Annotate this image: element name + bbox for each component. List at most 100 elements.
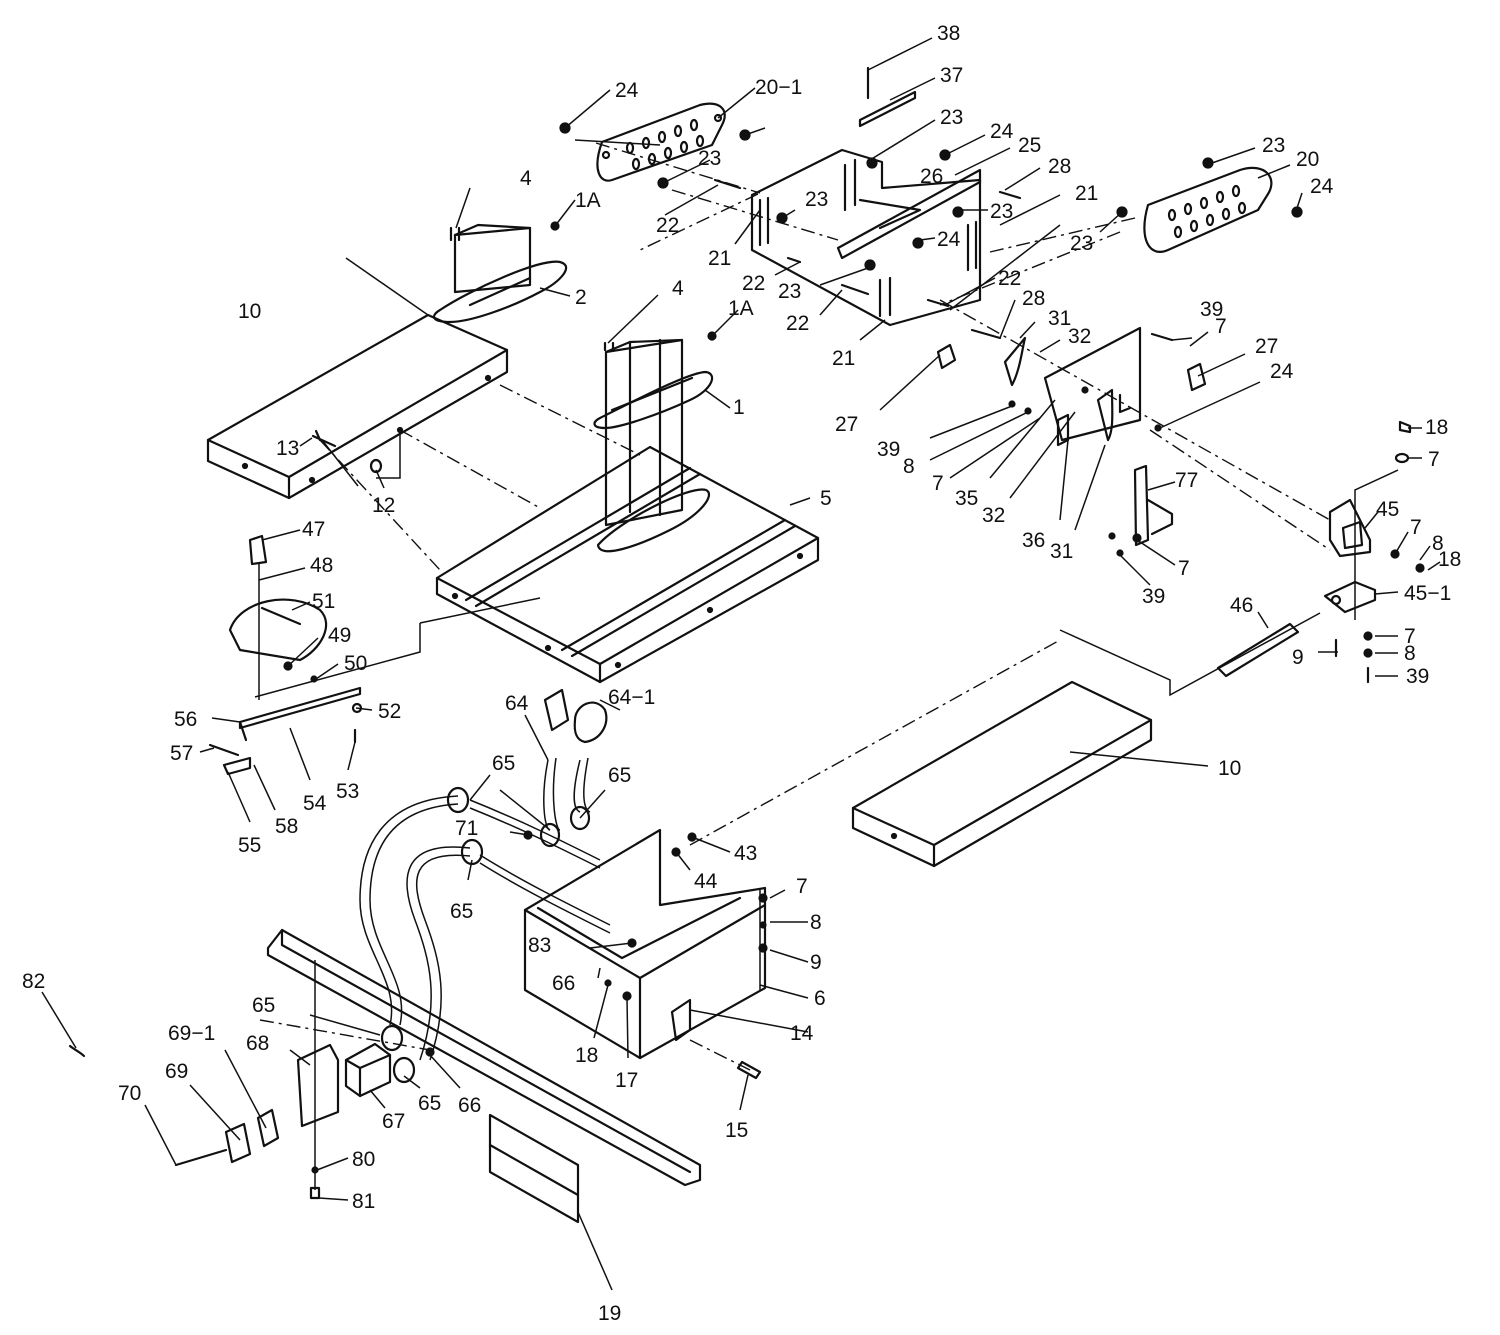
callout-71: 71 [455,817,478,840]
warning-label-19 [488,1113,580,1224]
callout-20: 20 [1296,148,1319,171]
callout-43: 43 [734,842,757,865]
callout-24: 24 [615,79,639,102]
callout-49: 49 [328,624,351,647]
callout-51: 51 [312,590,335,613]
callout-24: 24 [937,228,961,251]
table-extension-right [851,680,1153,868]
callout-39: 39 [1200,298,1223,321]
callout-23: 23 [805,188,828,211]
callout-39: 39 [1142,585,1165,608]
callout-18: 18 [575,1044,598,1067]
callout-22: 22 [742,272,765,295]
callout-67: 67 [382,1110,405,1133]
main-table [435,445,820,684]
callout-23: 23 [940,106,963,129]
callout-8: 8 [903,455,915,478]
callout-23: 23 [698,147,721,170]
table-insert-1 [593,331,717,527]
callout-leaders [41,37,1441,1291]
callout-35: 35 [955,487,978,510]
callout-labels: 38 37 20−1 24 23 24 25 23 23 20 28 26 24… [22,22,1461,1325]
callout-7: 7 [796,875,808,898]
callout-9: 9 [810,951,822,974]
callout-68: 68 [246,1032,269,1055]
callout-1A: 1A [575,189,601,212]
callout-13: 13 [276,437,299,460]
callout-36: 36 [1022,529,1045,552]
callout-24: 24 [1270,360,1294,383]
callout-4: 4 [672,277,684,300]
callout-26: 26 [920,165,943,188]
callout-66: 66 [552,972,575,995]
rail-carriage-25 [750,90,982,327]
assembly-lines [254,142,1399,1190]
callout-7: 7 [1428,448,1440,471]
callout-80: 80 [352,1148,375,1171]
callout-18: 18 [1438,548,1461,571]
callout-23: 23 [1262,134,1285,157]
callout-19: 19 [598,1302,621,1325]
callout-39: 39 [1406,665,1429,688]
callout-32: 32 [982,504,1005,527]
callout-65: 65 [608,764,631,787]
callout-65: 65 [492,752,515,775]
callout-10: 10 [238,300,261,323]
callout-21: 21 [832,347,855,370]
table-extension-left [206,313,509,500]
table-insert-2 [432,221,568,324]
callout-8: 8 [810,911,822,934]
callout-27: 27 [1255,335,1278,358]
callout-1A: 1A [728,297,754,320]
callout-21: 21 [1075,182,1098,205]
callout-65: 65 [450,900,473,923]
callout-55: 55 [238,834,261,857]
callout-8: 8 [1404,642,1416,665]
callout-31: 31 [1050,540,1073,563]
rail-bracket-20 [1143,166,1273,253]
base-cabinet [523,828,767,1080]
power-cords [359,688,697,1084]
callout-20-1: 20−1 [755,76,802,99]
callout-46: 46 [1230,594,1253,617]
callout-7: 7 [1178,557,1190,580]
callout-27: 27 [835,413,858,436]
callout-22: 22 [998,267,1021,290]
callout-54: 54 [303,792,327,815]
callout-18: 18 [1425,416,1448,439]
callout-45-1: 45−1 [1404,582,1451,605]
callout-6: 6 [814,987,826,1010]
callout-12: 12 [372,494,395,517]
callout-58: 58 [275,815,298,838]
callout-14: 14 [790,1022,814,1045]
callout-66: 66 [458,1094,481,1117]
callout-1: 1 [733,396,745,419]
callout-38: 38 [937,22,960,45]
callout-64: 64 [505,692,529,715]
callout-64-1: 64−1 [608,686,655,709]
callout-39: 39 [877,438,900,461]
guide-rail [266,928,702,1187]
callout-31: 31 [1048,307,1071,330]
switch-assembly [68,1042,392,1200]
callout-65: 65 [252,994,275,1017]
callout-7: 7 [932,472,944,495]
callout-65: 65 [418,1092,441,1115]
callout-69-1: 69−1 [168,1022,215,1045]
callout-24: 24 [1310,175,1334,198]
callout-56: 56 [174,708,197,731]
callout-53: 53 [336,780,359,803]
callout-70: 70 [118,1082,141,1105]
mount-bracket-45 [1216,420,1412,678]
callout-28: 28 [1048,155,1071,178]
rail-bracket-20-1 [596,102,726,182]
callout-83: 83 [528,934,551,957]
callout-4: 4 [520,167,532,190]
callout-21: 21 [708,247,731,270]
callout-32: 32 [1068,325,1091,348]
callout-25: 25 [1018,134,1041,157]
callout-9: 9 [1292,646,1304,669]
callout-28: 28 [1022,287,1045,310]
